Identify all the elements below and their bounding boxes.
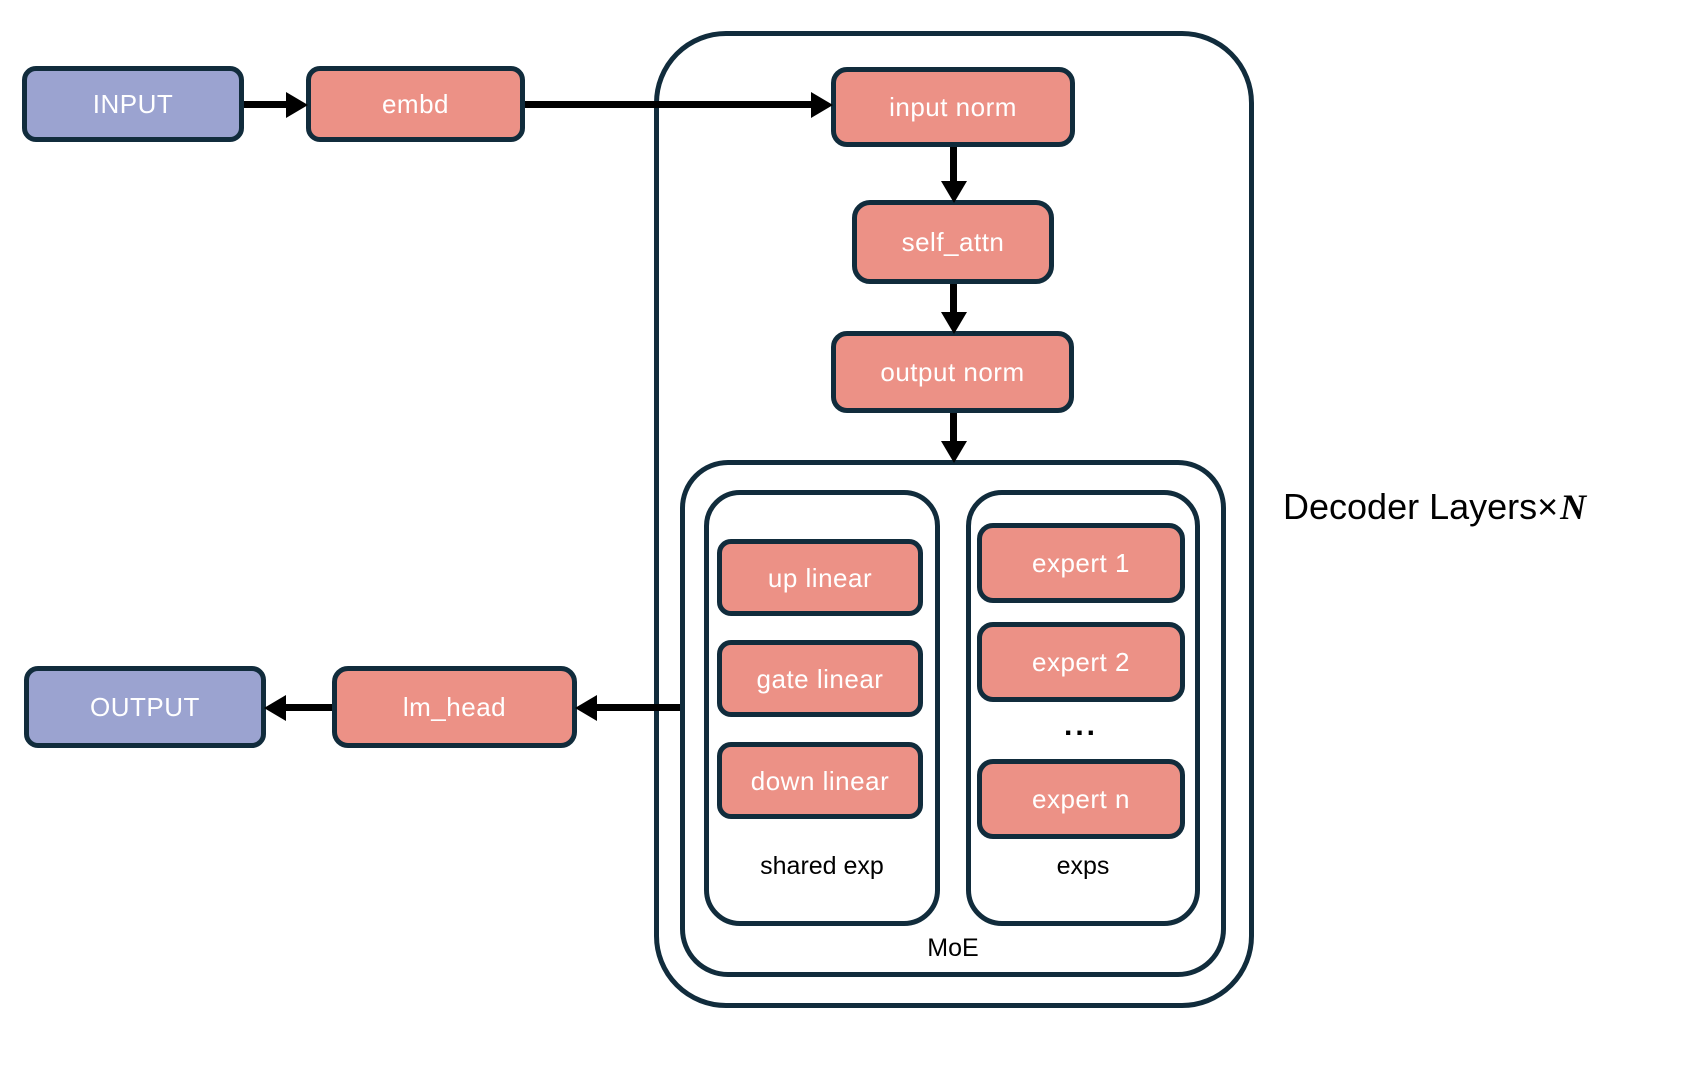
down-linear-node: down linear [717,742,923,819]
arrow-input-norm-to-self-attn [950,147,957,181]
exps-label: exps [1056,851,1110,880]
gate-linear-node: gate linear [717,640,923,717]
exps-container [966,490,1200,926]
lm-head-node: lm_head [332,666,577,748]
arrow-input-to-embd [244,101,286,108]
decoder-layers-label: Decoder Layers×N [1283,486,1586,528]
output-node: OUTPUT [24,666,266,748]
decoder-layers-n: N [1560,487,1587,527]
embd-node: embd [306,66,525,142]
arrow-moe-to-lm-head [597,704,680,711]
expert-1-node: expert 1 [977,523,1185,603]
decoder-layers-container [654,31,1254,1008]
arrow-embd-to-input-norm [525,101,811,108]
expert-n-node: expert n [977,759,1185,839]
decoder-layers-label-text: Decoder Layers× [1283,486,1559,527]
input-norm-node: input norm [831,67,1075,147]
arrow-lm-head-to-output [286,704,332,711]
self-attn-node: self_attn [852,200,1054,284]
output-norm-node: output norm [831,331,1074,413]
arrow-self-attn-to-output-norm [950,284,957,312]
input-node: INPUT [22,66,244,142]
shared-exp-container [704,490,940,926]
shared-exp-label: shared exp [760,851,884,880]
up-linear-node: up linear [717,539,923,616]
expert-2-node: expert 2 [977,622,1185,702]
experts-ellipsis: ... [1063,709,1098,742]
arrow-output-norm-to-moe [950,413,957,441]
moe-label: MoE [927,933,979,962]
